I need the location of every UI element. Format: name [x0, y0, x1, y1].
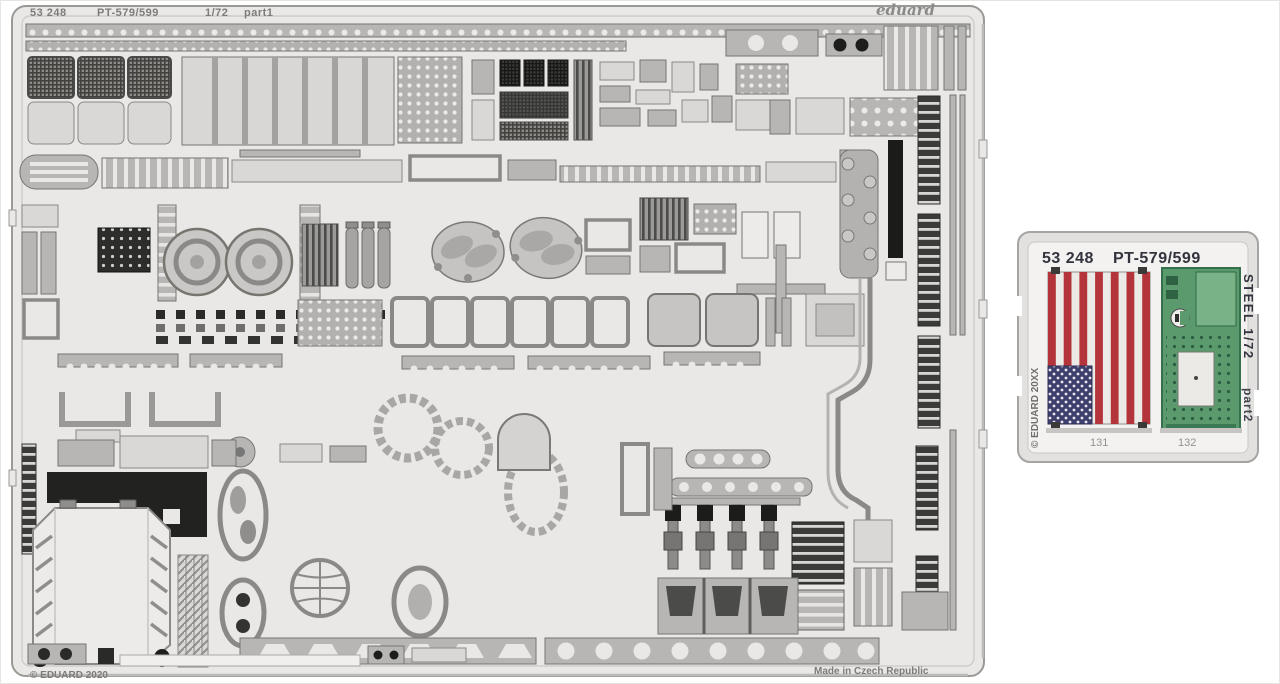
gun-mount — [727, 504, 747, 570]
fret1-made-in: Made in Czech Republic — [814, 666, 929, 677]
ladder-strip-parts — [19, 149, 871, 190]
board-part-number: 132 — [1178, 437, 1196, 449]
main-fret-part1: 53 248 PT-579/599 1/72 part1 eduard © ED… — [8, 1, 988, 681]
lattice-and-mesh-parts — [397, 56, 593, 144]
oval-ring-parts — [217, 468, 449, 649]
us-flag-part — [1046, 267, 1152, 433]
eduard-logo: eduard — [876, 1, 936, 19]
bottom-rail-parts — [27, 591, 949, 667]
frame-tabs — [8, 139, 988, 487]
gun-mount — [695, 504, 715, 570]
hatched-strip-parts — [177, 554, 209, 668]
gun-mount-parts — [620, 442, 813, 570]
fret2-copyright: © EDUARD 20XX — [1030, 368, 1041, 448]
wreath-ring-parts — [224, 393, 568, 536]
railing-strip-part — [835, 278, 873, 540]
fret1-part-label: part1 — [244, 7, 273, 19]
top-rails — [25, 23, 971, 91]
window-frame-row — [297, 293, 865, 348]
fret2-notches — [1014, 288, 1262, 416]
three-section-panel-part — [657, 577, 799, 635]
fret1-scale: 1/72 — [205, 7, 228, 19]
fret2-material-scale: STEEL 1/72 — [1241, 274, 1256, 360]
flag-part-number: 131 — [1090, 437, 1108, 449]
chart-board-part — [1160, 267, 1242, 433]
fret2-title: PT-579/599 — [1113, 250, 1201, 267]
engine-cluster-parts — [301, 221, 391, 289]
ladder-block-part — [791, 519, 893, 631]
vent-grille-parts — [27, 56, 172, 145]
left-column-parts — [21, 204, 60, 555]
slatted-panel-part — [181, 56, 395, 146]
fret1-title: PT-579/599 — [97, 7, 159, 19]
flag-attachment-tabs — [1051, 267, 1147, 429]
fret2-part-label: part2 — [1241, 388, 1255, 422]
gun-mount — [663, 504, 683, 570]
shield-blob-parts — [431, 216, 583, 283]
black-plate-part — [47, 435, 237, 537]
mid-right-parts — [584, 140, 907, 334]
u-channel-parts — [59, 392, 221, 443]
fret2-code: 53 248 — [1042, 250, 1094, 267]
hull-plate-part — [31, 499, 171, 667]
fret1-code: 53 248 — [30, 7, 67, 19]
scalloped-strip-parts — [57, 351, 761, 373]
fret1-copyright: © EDUARD 2020 — [30, 670, 108, 681]
color-fret-part2: 53 248 PT-579/599 © EDUARD 20XX STEEL 1/… — [1014, 231, 1262, 463]
railing-strip-part2 — [826, 278, 862, 510]
gun-mount — [759, 504, 779, 570]
